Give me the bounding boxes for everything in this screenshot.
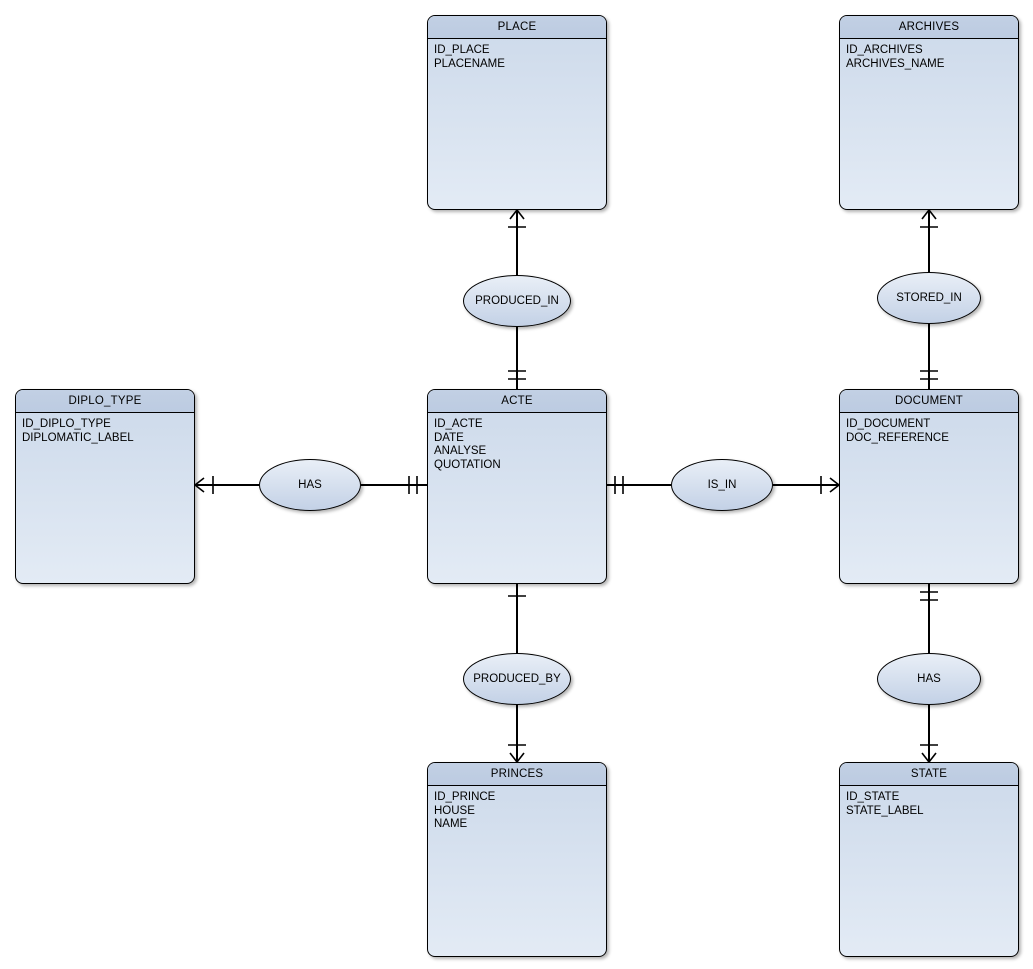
attribute-row: DOC_REFERENCE: [846, 431, 949, 444]
relationship-label: PRODUCED_BY: [473, 673, 561, 685]
relationship-produced_in[interactable]: PRODUCED_IN: [463, 275, 571, 327]
entity-title-document: DOCUMENT: [840, 390, 1018, 413]
connector-is_in-document: [773, 484, 839, 486]
attribute-row: ARCHIVES_NAME: [846, 57, 945, 70]
connector-produced_in-acte: [516, 327, 518, 389]
attribute-row: ID_ACTE: [434, 418, 483, 430]
connector-acte-produced_by: [516, 584, 518, 653]
attribute-row: STATE_LABEL: [846, 804, 924, 817]
relationship-label: IS_IN: [707, 479, 737, 491]
relationship-has_state[interactable]: HAS: [877, 653, 981, 705]
relationship-has_diplo[interactable]: HAS: [259, 459, 361, 511]
entity-title-state: STATE: [840, 763, 1018, 786]
attribute-row: ANALYSE: [434, 445, 487, 458]
attribute-row: QUOTATION: [434, 458, 501, 471]
attribute-row: ID_PLACE: [434, 44, 490, 56]
attribute-row: ID_PRINCE: [434, 791, 496, 803]
entity-title-archives: ARCHIVES: [840, 16, 1018, 39]
relationship-label: STORED_IN: [896, 292, 962, 304]
entity-title-place: PLACE: [428, 16, 606, 39]
relationship-label: HAS: [298, 479, 322, 491]
relationship-label: HAS: [917, 673, 941, 685]
entity-title-acte: ACTE: [428, 390, 606, 413]
attribute-row: NAME: [434, 818, 468, 831]
attribute-row: ID_DOCUMENT: [846, 418, 931, 430]
relationship-is_in[interactable]: IS_IN: [671, 459, 773, 511]
connector-has_state-state: [928, 705, 930, 762]
entity-title-princes: PRINCES: [428, 763, 606, 786]
entity-title-diplo_type: DIPLO_TYPE: [16, 390, 194, 413]
attribute-row: DIPLOMATIC_LABEL: [22, 431, 134, 444]
attribute-row: PLACENAME: [434, 57, 505, 70]
connector-document-has_state: [928, 584, 930, 653]
connector-produced_by-princes: [516, 705, 518, 762]
connector-place-produced_in: [516, 210, 518, 275]
relationship-produced_by[interactable]: PRODUCED_BY: [463, 653, 571, 705]
attribute-row: ID_STATE: [846, 791, 900, 803]
attribute-row: HOUSE: [434, 804, 475, 817]
relationship-stored_in[interactable]: STORED_IN: [877, 272, 981, 324]
attribute-row: ID_DIPLO_TYPE: [22, 418, 111, 430]
attribute-row: DATE: [434, 431, 464, 444]
connector-diplo_type-has: [195, 484, 259, 486]
connector-acte-is_in: [607, 484, 671, 486]
connector-has-acte: [361, 484, 427, 486]
relationship-label: PRODUCED_IN: [475, 295, 559, 307]
connector-stored_in-document: [928, 324, 930, 389]
attribute-row: ID_ARCHIVES: [846, 44, 923, 56]
connector-archives-stored_in: [928, 210, 930, 272]
